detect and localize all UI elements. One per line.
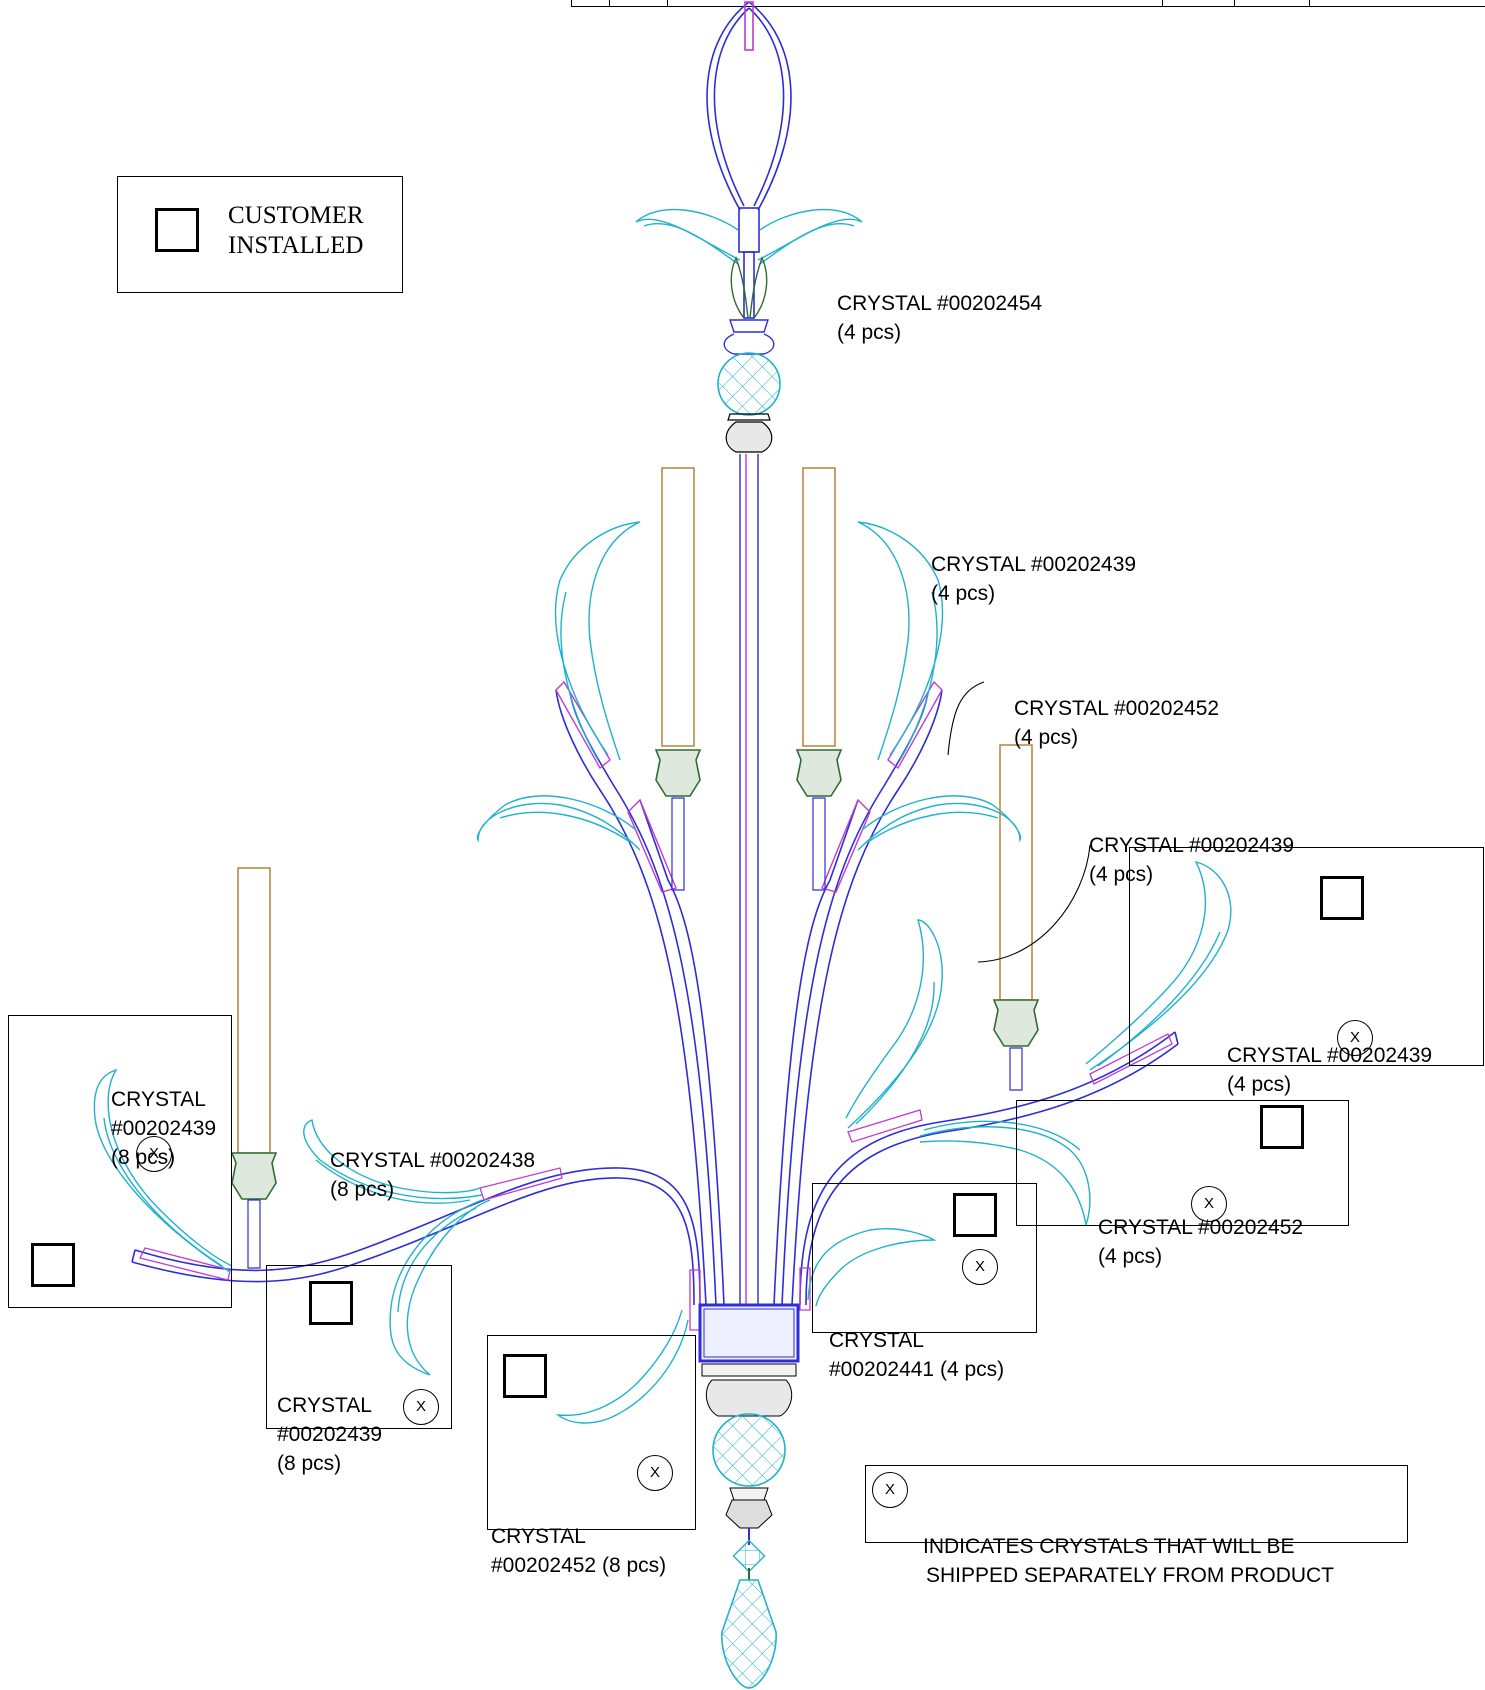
top-loop bbox=[706, 1, 792, 319]
box-text-00202439-lower: CRYSTAL#00202439(8 pcs) bbox=[277, 1394, 383, 1475]
box-text-00202441: CRYSTAL#00202441 (4 pcs) bbox=[829, 1329, 1005, 1381]
central-stem bbox=[739, 454, 759, 1305]
ship-separately-x-icon: X bbox=[962, 1249, 998, 1285]
customer-installed-square-icon bbox=[953, 1193, 997, 1237]
bottom-body bbox=[698, 1303, 800, 1689]
customer-installed-square-icon bbox=[309, 1281, 353, 1325]
lower-arms bbox=[131, 1031, 1179, 1306]
legend-shipped-separately bbox=[865, 1465, 1408, 1543]
legend-x-icon: X bbox=[872, 1472, 908, 1508]
upper-arms bbox=[555, 689, 943, 1306]
box-text-00202452-lower: CRYSTAL#00202452 (8 pcs) bbox=[491, 1525, 667, 1577]
ship-separately-x-icon: X bbox=[403, 1389, 439, 1425]
ship-separately-x-icon: X bbox=[637, 1455, 673, 1491]
box-crystal-00202439-right bbox=[1129, 847, 1484, 1066]
callout-crystal-00202454: CRYSTAL #00202454(4 pcs) bbox=[837, 292, 1043, 344]
title-block-fragment bbox=[571, 0, 1485, 7]
upper-crystals bbox=[476, 521, 1022, 851]
box-crystal-00202452-right bbox=[1016, 1100, 1349, 1226]
leader-lines bbox=[947, 681, 1091, 963]
top-crystal-leaves bbox=[635, 208, 863, 265]
box-crystal-00202439-lower bbox=[266, 1265, 452, 1429]
box-text-00202439-left: CRYSTAL#00202439(8 pcs) bbox=[111, 1088, 217, 1169]
callout-crystal-00202438: CRYSTAL #00202438(8 pcs) bbox=[330, 1149, 536, 1201]
lower-crystals bbox=[93, 860, 1232, 1424]
customer-installed-square-icon bbox=[1260, 1105, 1304, 1149]
ship-separately-x-icon: X bbox=[1191, 1186, 1227, 1222]
mid-right-candle bbox=[992, 744, 1040, 1091]
customer-installed-square-icon bbox=[503, 1354, 547, 1398]
ship-separately-x-icon: X bbox=[1337, 1020, 1373, 1056]
ship-separately-x-icon: X bbox=[136, 1136, 172, 1172]
legend-square-icon bbox=[155, 208, 199, 252]
box-crystal-00202441 bbox=[812, 1183, 1037, 1333]
top-green-leaves bbox=[730, 256, 768, 319]
box-text-00202452-right: CRYSTAL #00202452(4 pcs) bbox=[1098, 1216, 1304, 1268]
callout-crystal-00202439-mid: CRYSTAL #00202439(4 pcs) bbox=[1089, 834, 1295, 886]
upper-leaf-sockets bbox=[555, 680, 943, 893]
customer-installed-square-icon bbox=[31, 1243, 75, 1287]
legend-customer-installed bbox=[117, 176, 403, 293]
box-crystal-00202439-left bbox=[8, 1015, 232, 1308]
lower-sockets bbox=[139, 1033, 1173, 1331]
top-collar bbox=[723, 319, 775, 355]
top-ball bbox=[717, 352, 781, 416]
upper-candles bbox=[654, 467, 843, 891]
customer-installed-square-icon bbox=[1320, 876, 1364, 920]
callout-crystal-00202452-top: CRYSTAL #00202452(4 pcs) bbox=[1014, 697, 1220, 749]
top-base bbox=[725, 413, 773, 453]
box-crystal-00202452-lower bbox=[487, 1335, 696, 1530]
legend-customer-text-line2: INSTALLED bbox=[228, 232, 364, 259]
callout-crystal-00202439-top: CRYSTAL #00202439(4 pcs) bbox=[931, 553, 1137, 605]
legend-customer-text-line1: CUSTOMER bbox=[228, 202, 364, 229]
left-candle bbox=[230, 867, 278, 1269]
